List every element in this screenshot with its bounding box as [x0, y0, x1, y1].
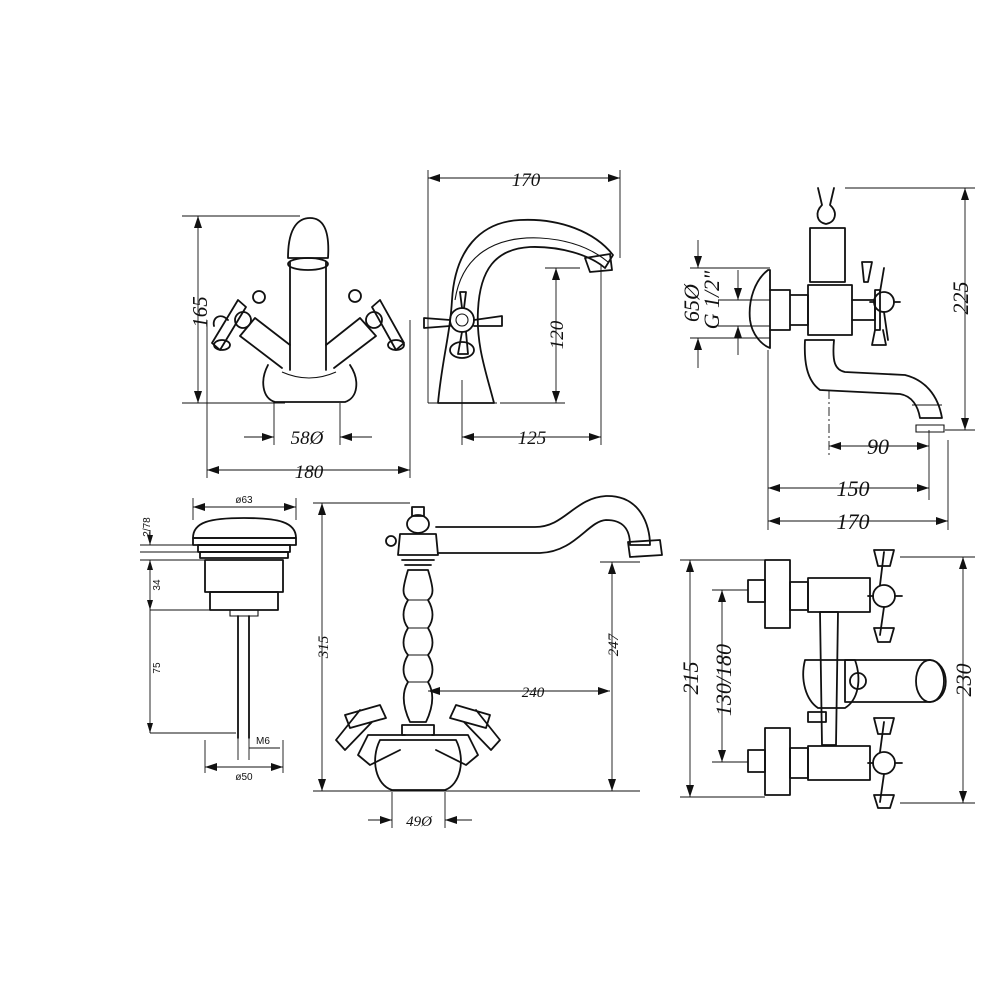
dimension-spout-height-247: 247 — [606, 632, 622, 656]
dimension-height-215: 215 — [678, 662, 703, 695]
dimension-spout-reach-240: 240 — [522, 685, 545, 701]
dimension-spout-reach-125: 125 — [518, 428, 547, 449]
dimension-depth-170: 170 — [837, 509, 870, 534]
basin-mixer-side-view: 170 120 125 — [423, 170, 621, 449]
dimension-base-diameter-49: 49Ø — [406, 814, 433, 830]
dimension-rod-length-75: 75 — [152, 662, 163, 674]
dimension-centres-130-180: 130/180 — [711, 644, 736, 716]
dimension-outlet-distance-150: 150 — [837, 476, 870, 501]
dimension-height-315: 315 — [316, 635, 332, 659]
dimension-spout-height-120: 120 — [547, 320, 568, 349]
dimension-thread-g-half: G 1/2" — [699, 270, 724, 330]
bath-mixer-side-view: 65Ø G 1/2" 225 90 150 170 — [679, 187, 975, 534]
bath-mixer-front-view: 215 130/180 230 — [678, 549, 976, 809]
dimension-base-diameter-58: 58Ø — [291, 428, 325, 449]
dimension-cap-height: 2/78 — [142, 517, 153, 537]
dimension-width-230: 230 — [951, 664, 976, 697]
dimension-spout-reach-90: 90 — [867, 434, 889, 459]
dimension-bottom-diameter-50: ø50 — [235, 772, 253, 783]
dimension-connection-diameter-65: 65Ø — [679, 283, 704, 322]
kitchen-mixer-view: 315 247 240 49Ø — [313, 495, 663, 830]
waste-section-view: ø63 2/78 34 75 M6 ø50 — [140, 495, 297, 783]
basin-mixer-front-view: 165 58Ø 180 — [182, 215, 411, 483]
dimension-width-180: 180 — [295, 462, 324, 483]
dimension-height-165: 165 — [188, 296, 212, 328]
dimension-top-diameter-63: ø63 — [235, 495, 253, 506]
dimension-body-height-34: 34 — [152, 579, 163, 591]
dimension-height-225: 225 — [948, 282, 973, 315]
dimension-thread-m6: M6 — [256, 736, 270, 747]
dimension-width-170: 170 — [512, 170, 541, 191]
